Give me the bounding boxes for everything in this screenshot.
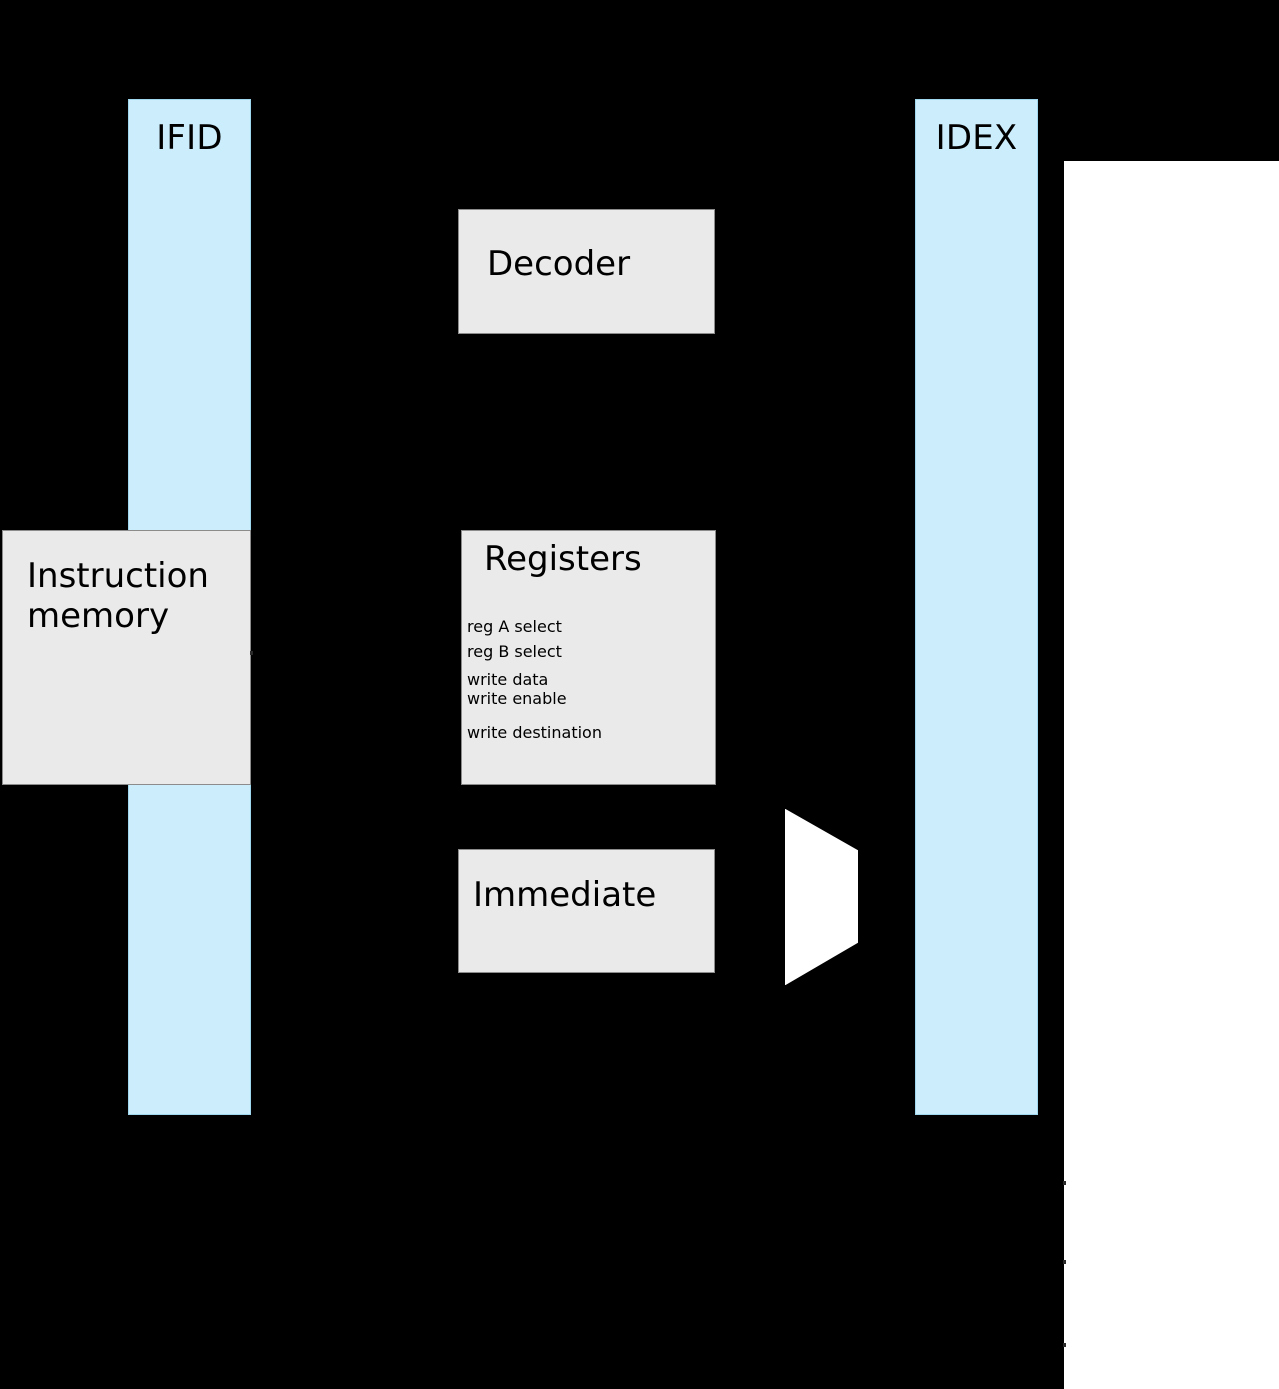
register-port-write-enable: write enable [467,689,567,708]
unit-instruction-memory-label: Instruction memory [27,556,209,636]
pipeline-register-idex[interactable]: IDEX [915,99,1038,1115]
pipeline-register-idex-label: IDEX [935,118,1018,158]
operand-mux[interactable] [785,808,859,986]
right-white-panel [1064,161,1279,1389]
unit-decoder-label: Decoder [487,244,631,284]
register-port-write-data: write data [467,670,549,689]
unit-registers-label: Registers [484,539,642,579]
instruction-memory-port-tick [250,651,253,655]
panel-edge-tick-3 [1063,1343,1066,1347]
unit-immediate[interactable]: Immediate [458,849,715,973]
unit-instruction-memory[interactable]: Instruction memory [2,530,251,785]
panel-edge-tick-2 [1063,1260,1066,1264]
mux-shape-icon [785,808,858,986]
register-port-write-destination: write destination [467,723,602,742]
register-port-reg-b-select: reg B select [467,642,562,661]
unit-registers[interactable]: Registers reg A select reg B select writ… [461,530,716,785]
register-port-reg-a-select: reg A select [467,617,562,636]
unit-immediate-label: Immediate [473,875,657,915]
panel-edge-tick-1 [1063,1181,1066,1185]
unit-decoder[interactable]: Decoder [458,209,715,334]
pipeline-register-ifid-label: IFID [156,118,223,158]
